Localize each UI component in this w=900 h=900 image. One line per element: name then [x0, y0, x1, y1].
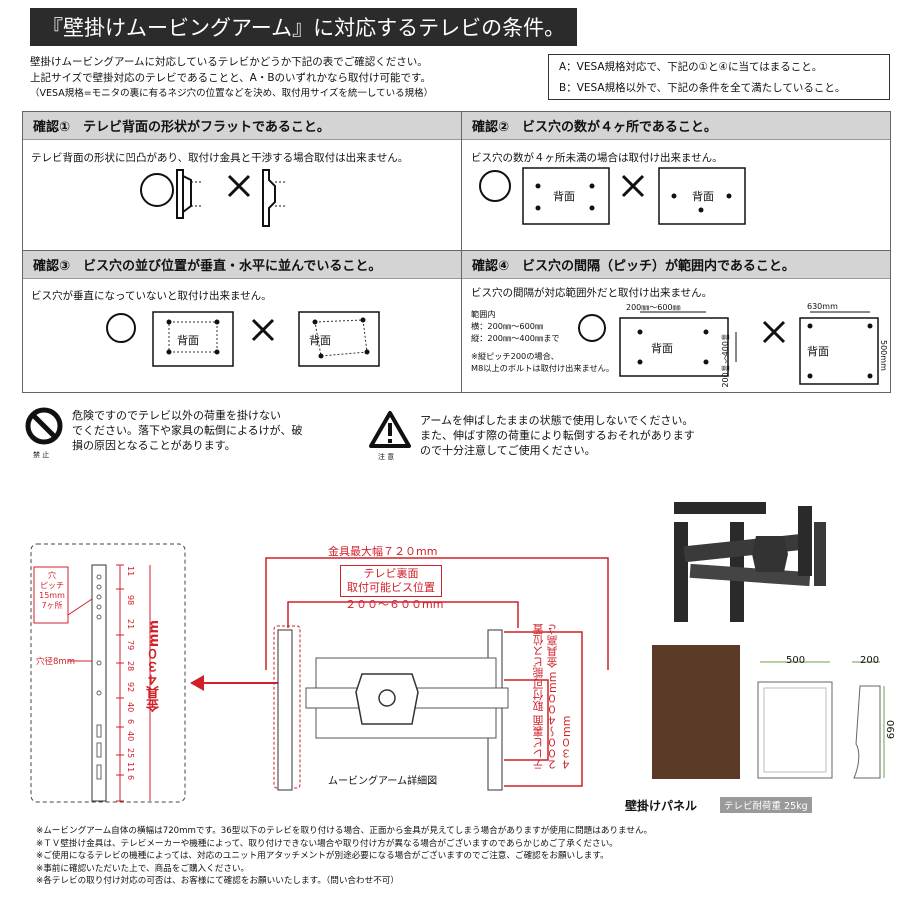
tv-back-range: ２００～６００mm — [345, 598, 444, 611]
pitch-note: 穴 ピッチ 15mm 7ヶ所 — [39, 571, 65, 610]
panel-caption: 壁掛けパネル — [625, 799, 698, 813]
caution-icon — [369, 411, 411, 448]
check-2-illustration — [479, 167, 746, 225]
ng-cross-icon — [251, 318, 275, 342]
bracket-height-label: 金具４３０mm — [147, 620, 162, 713]
ok-circle-icon — [140, 173, 174, 207]
tv-back-label: テレビ裏面 取付可能ビス位置 — [340, 565, 442, 597]
vesa-conditions-box: A：VESA規格対応で、下記の①と④に当てはまること。 B：VESA規格以外で、… — [548, 54, 890, 100]
dim-500: 500mm — [879, 340, 888, 371]
intro-line-3: （VESA規格=モニタの裏に有るネジ穴の位置などを決め、取付用サイズを統一してい… — [30, 88, 434, 99]
ok-circle-icon — [578, 314, 606, 342]
range-h-dim: 200㎜～600㎜ — [626, 303, 681, 312]
check-3-heading: 確認③ ビス穴の並び位置が垂直・水平に並んでいること。 — [23, 251, 461, 279]
intro-line-2: 上記サイズで壁掛対応のテレビであることと、A・Bのいずれかなら取付け可能です。 — [30, 72, 431, 84]
wall-panel-photo — [652, 645, 740, 779]
ok-circle-icon — [106, 313, 136, 343]
panel-depth: 200 — [860, 655, 880, 666]
check-3-text: ビス穴が垂直になっていないと取付け出来ません。 — [31, 290, 272, 302]
vesa-condition-a: A：VESA規格対応で、下記の①と④に当てはまること。 — [559, 61, 823, 73]
arm-detail-caption: ムービングアーム詳細図 — [328, 776, 438, 787]
check-2-text: ビス穴の数が４ヶ所未満の場合は取付け出来ません。 — [471, 152, 723, 164]
ok-circle-icon — [479, 170, 511, 202]
range-v-dim: 200㎜～400㎜ — [721, 333, 730, 388]
tick-labels: 11 98 21 79 28 92 40 6 40 25 11 6 — [126, 566, 135, 781]
intro-text: 壁掛けムービングアームに対応しているテレビかどうか下記の表でご確認ください。 上… — [30, 54, 433, 102]
caution-text: アームを伸ばしたままの状態で使用しないでください。 また、伸ばす際の荷重により転… — [420, 414, 695, 457]
vesa-condition-b: B：VESA規格以外で、下記の条件を全て満たしていること。 — [559, 82, 846, 94]
check-1-heading: 確認① テレビ背面の形状がフラットであること。 — [23, 112, 461, 140]
bracket-detail — [30, 543, 186, 803]
panel-height: 690 — [886, 720, 897, 740]
page-title: 『壁掛けムービングアーム』に対応するテレビの条件。 — [30, 8, 578, 46]
ng-cross-icon — [762, 320, 786, 344]
panel-width: 500 — [786, 655, 806, 666]
back-label: 背面 — [692, 190, 714, 203]
back-label: 背面 — [651, 342, 673, 355]
check-1-text: テレビ背面の形状に凹凸があり、取付け金具と干渉する場合取付は出来ません。 — [31, 152, 409, 164]
dim-630: 630mm — [807, 302, 838, 311]
wall-panel-drawing — [757, 661, 885, 779]
check-3-illustration — [106, 311, 380, 367]
load-capacity-badge: テレビ耐荷重 25kg — [720, 797, 812, 813]
arm-photo-illustration — [674, 502, 826, 622]
range-notes: 範囲内 横：200㎜～600㎜ 縦：200㎜～400㎜まで ※縦ピッチ200の場… — [471, 309, 615, 373]
moving-arm-diagram — [265, 557, 609, 791]
footnotes: ※ムービングアーム自体の横幅は720mmです。36型以下のテレビを取り付ける場合… — [36, 826, 653, 886]
max-width-label: 金具最大幅７２０mm — [328, 545, 438, 558]
hole-diameter: 穴径8mm — [36, 657, 75, 667]
caution-label: 注 意 — [378, 453, 395, 461]
ng-cross-icon — [227, 174, 251, 198]
prohibit-icon — [25, 407, 63, 445]
back-label: 背面 — [553, 190, 575, 203]
check-4-heading: 確認④ ビス穴の間隔（ピッチ）が範囲内であること。 — [462, 251, 890, 279]
prohibit-text: 危険ですのでテレビ以外の荷重を掛けない でください。落下や家具の転倒によるけが、… — [72, 409, 303, 452]
prohibit-label: 禁 止 — [33, 451, 50, 459]
check-4-illustration — [578, 311, 879, 385]
ng-cross-icon — [621, 174, 645, 198]
check-4-text: ビス穴の間隔が対応範囲外だと取付け出来ません。 — [471, 287, 713, 299]
back-label: 背面 — [807, 345, 829, 358]
vertical-range-label: テレビ裏面 取付可能ビス位置 ２００～４００mm 金具高さ４３０mm — [532, 623, 573, 771]
check-2-heading: 確認② ビス穴の数が４ヶ所であること。 — [462, 112, 890, 140]
back-label: 背面 — [309, 334, 331, 347]
check-grid: 確認① テレビ背面の形状がフラットであること。 確認② ビス穴の数が４ヶ所である… — [22, 111, 891, 393]
back-label: 背面 — [177, 334, 199, 347]
check-1-illustration — [140, 169, 285, 227]
intro-line-1: 壁掛けムービングアームに対応しているテレビかどうか下記の表でご確認ください。 — [30, 56, 428, 68]
pointer-arrow-icon — [190, 675, 282, 691]
